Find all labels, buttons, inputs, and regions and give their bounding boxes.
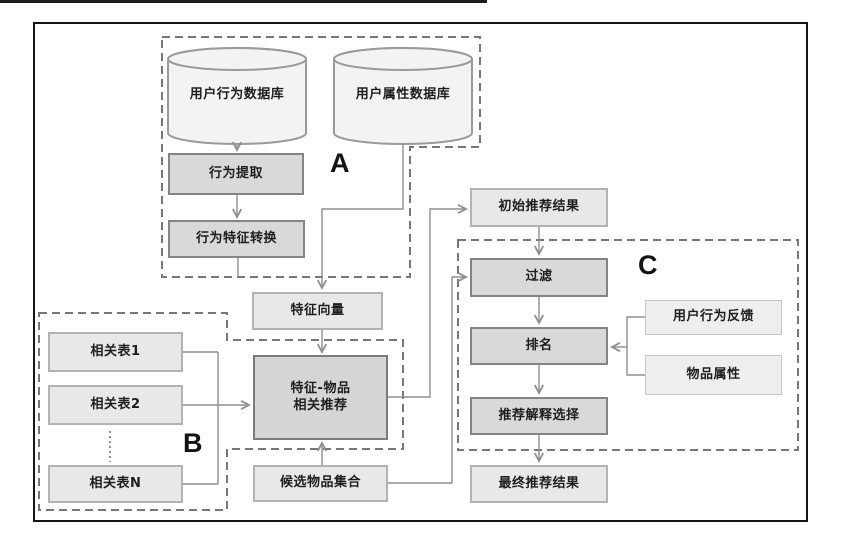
node-user-feedback: 用户行为反馈 [645, 300, 782, 335]
node-behavior-transform: 行为特征转换 [168, 220, 305, 258]
node-final-result: 最终推荐结果 [470, 465, 608, 503]
group-b-outline [38, 312, 404, 511]
node-feature-item-recommend: 特征-物品 相关推荐 [253, 355, 388, 440]
node-user-behavior-db: 用户行为数据库 [189, 86, 285, 102]
group-a-outline [161, 36, 481, 278]
node-related-table-1: 相关表1 [48, 332, 183, 372]
node-ranking: 排名 [470, 327, 608, 365]
group-a-label: A [330, 148, 350, 178]
node-feature-vector: 特征向量 [252, 292, 383, 330]
node-behavior-extract: 行为提取 [168, 153, 304, 195]
group-c-outline [457, 239, 799, 451]
database-cylinder-icon [333, 47, 473, 145]
node-initial-result: 初始推荐结果 [470, 188, 608, 227]
top-edge-bar [0, 0, 487, 3]
database-cylinder-icon [167, 47, 307, 145]
node-item-attributes: 物品属性 [645, 355, 782, 395]
node-candidate-set: 候选物品集合 [253, 465, 388, 502]
node-related-table-2: 相关表2 [48, 385, 183, 425]
node-related-table-n: 相关表N [48, 465, 183, 503]
group-b-label: B [183, 428, 203, 458]
node-user-attr-db: 用户属性数据库 [355, 86, 451, 102]
node-explain-select: 推荐解释选择 [470, 397, 608, 435]
group-c-label: C [638, 250, 658, 280]
node-filter: 过滤 [470, 258, 608, 297]
connector-lines [109, 144, 645, 485]
